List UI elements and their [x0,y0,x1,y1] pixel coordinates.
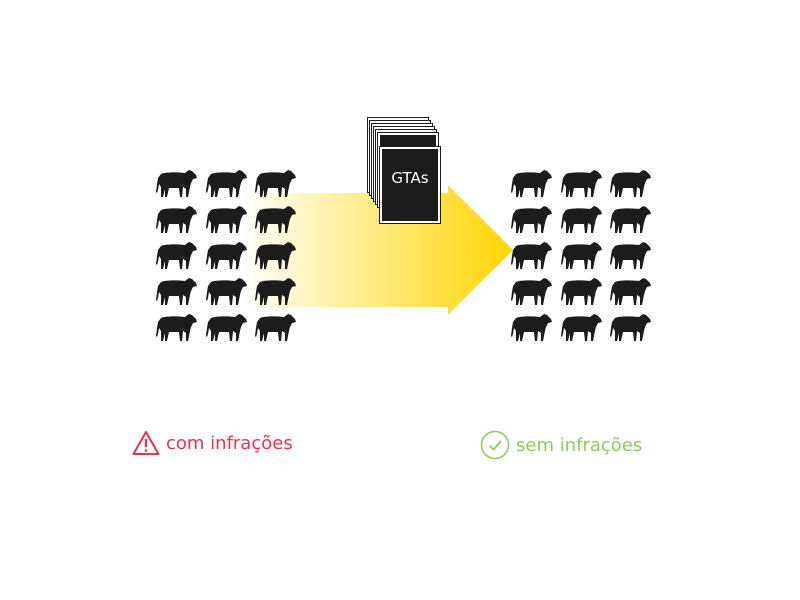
legend-label: sem infrações [516,434,643,456]
cow-icon [156,314,197,341]
gta-label: GTAs [391,169,429,187]
cow-icon [511,170,552,197]
cow-icon [560,278,602,305]
legend-with-infractions: com infrações [132,430,293,456]
cow-icon [511,242,552,269]
cow-icon [610,206,651,233]
cow-icon [255,278,296,305]
cow-icon [560,314,602,341]
cow-icon [610,170,651,197]
cow-icon [205,278,247,305]
check-circle-icon [480,430,510,460]
cow-icon [205,242,247,269]
cow-icon [255,206,296,233]
legend-without-infractions: sem infrações [480,430,642,460]
cow-icon [511,278,552,305]
cow-icon [560,170,602,197]
cow-icon [205,170,247,197]
cow-icon [560,242,602,269]
cow-icon [255,314,296,341]
cow-icon [610,314,651,341]
cow-icon [205,206,247,233]
cow-icon [560,206,602,233]
cow-icon [156,206,197,233]
cow-icon [511,206,552,233]
cow-icon [255,170,296,197]
cow-icon [156,170,197,197]
cow-icon [610,278,651,305]
cow-icon [511,314,552,341]
cow-icon [255,242,296,269]
cow-icon [156,242,197,269]
cow-icon [610,242,651,269]
warning-triangle-icon [132,431,160,455]
cow-icon [205,314,247,341]
legend-label: com infrações [166,432,293,454]
cow-icon [156,278,197,305]
